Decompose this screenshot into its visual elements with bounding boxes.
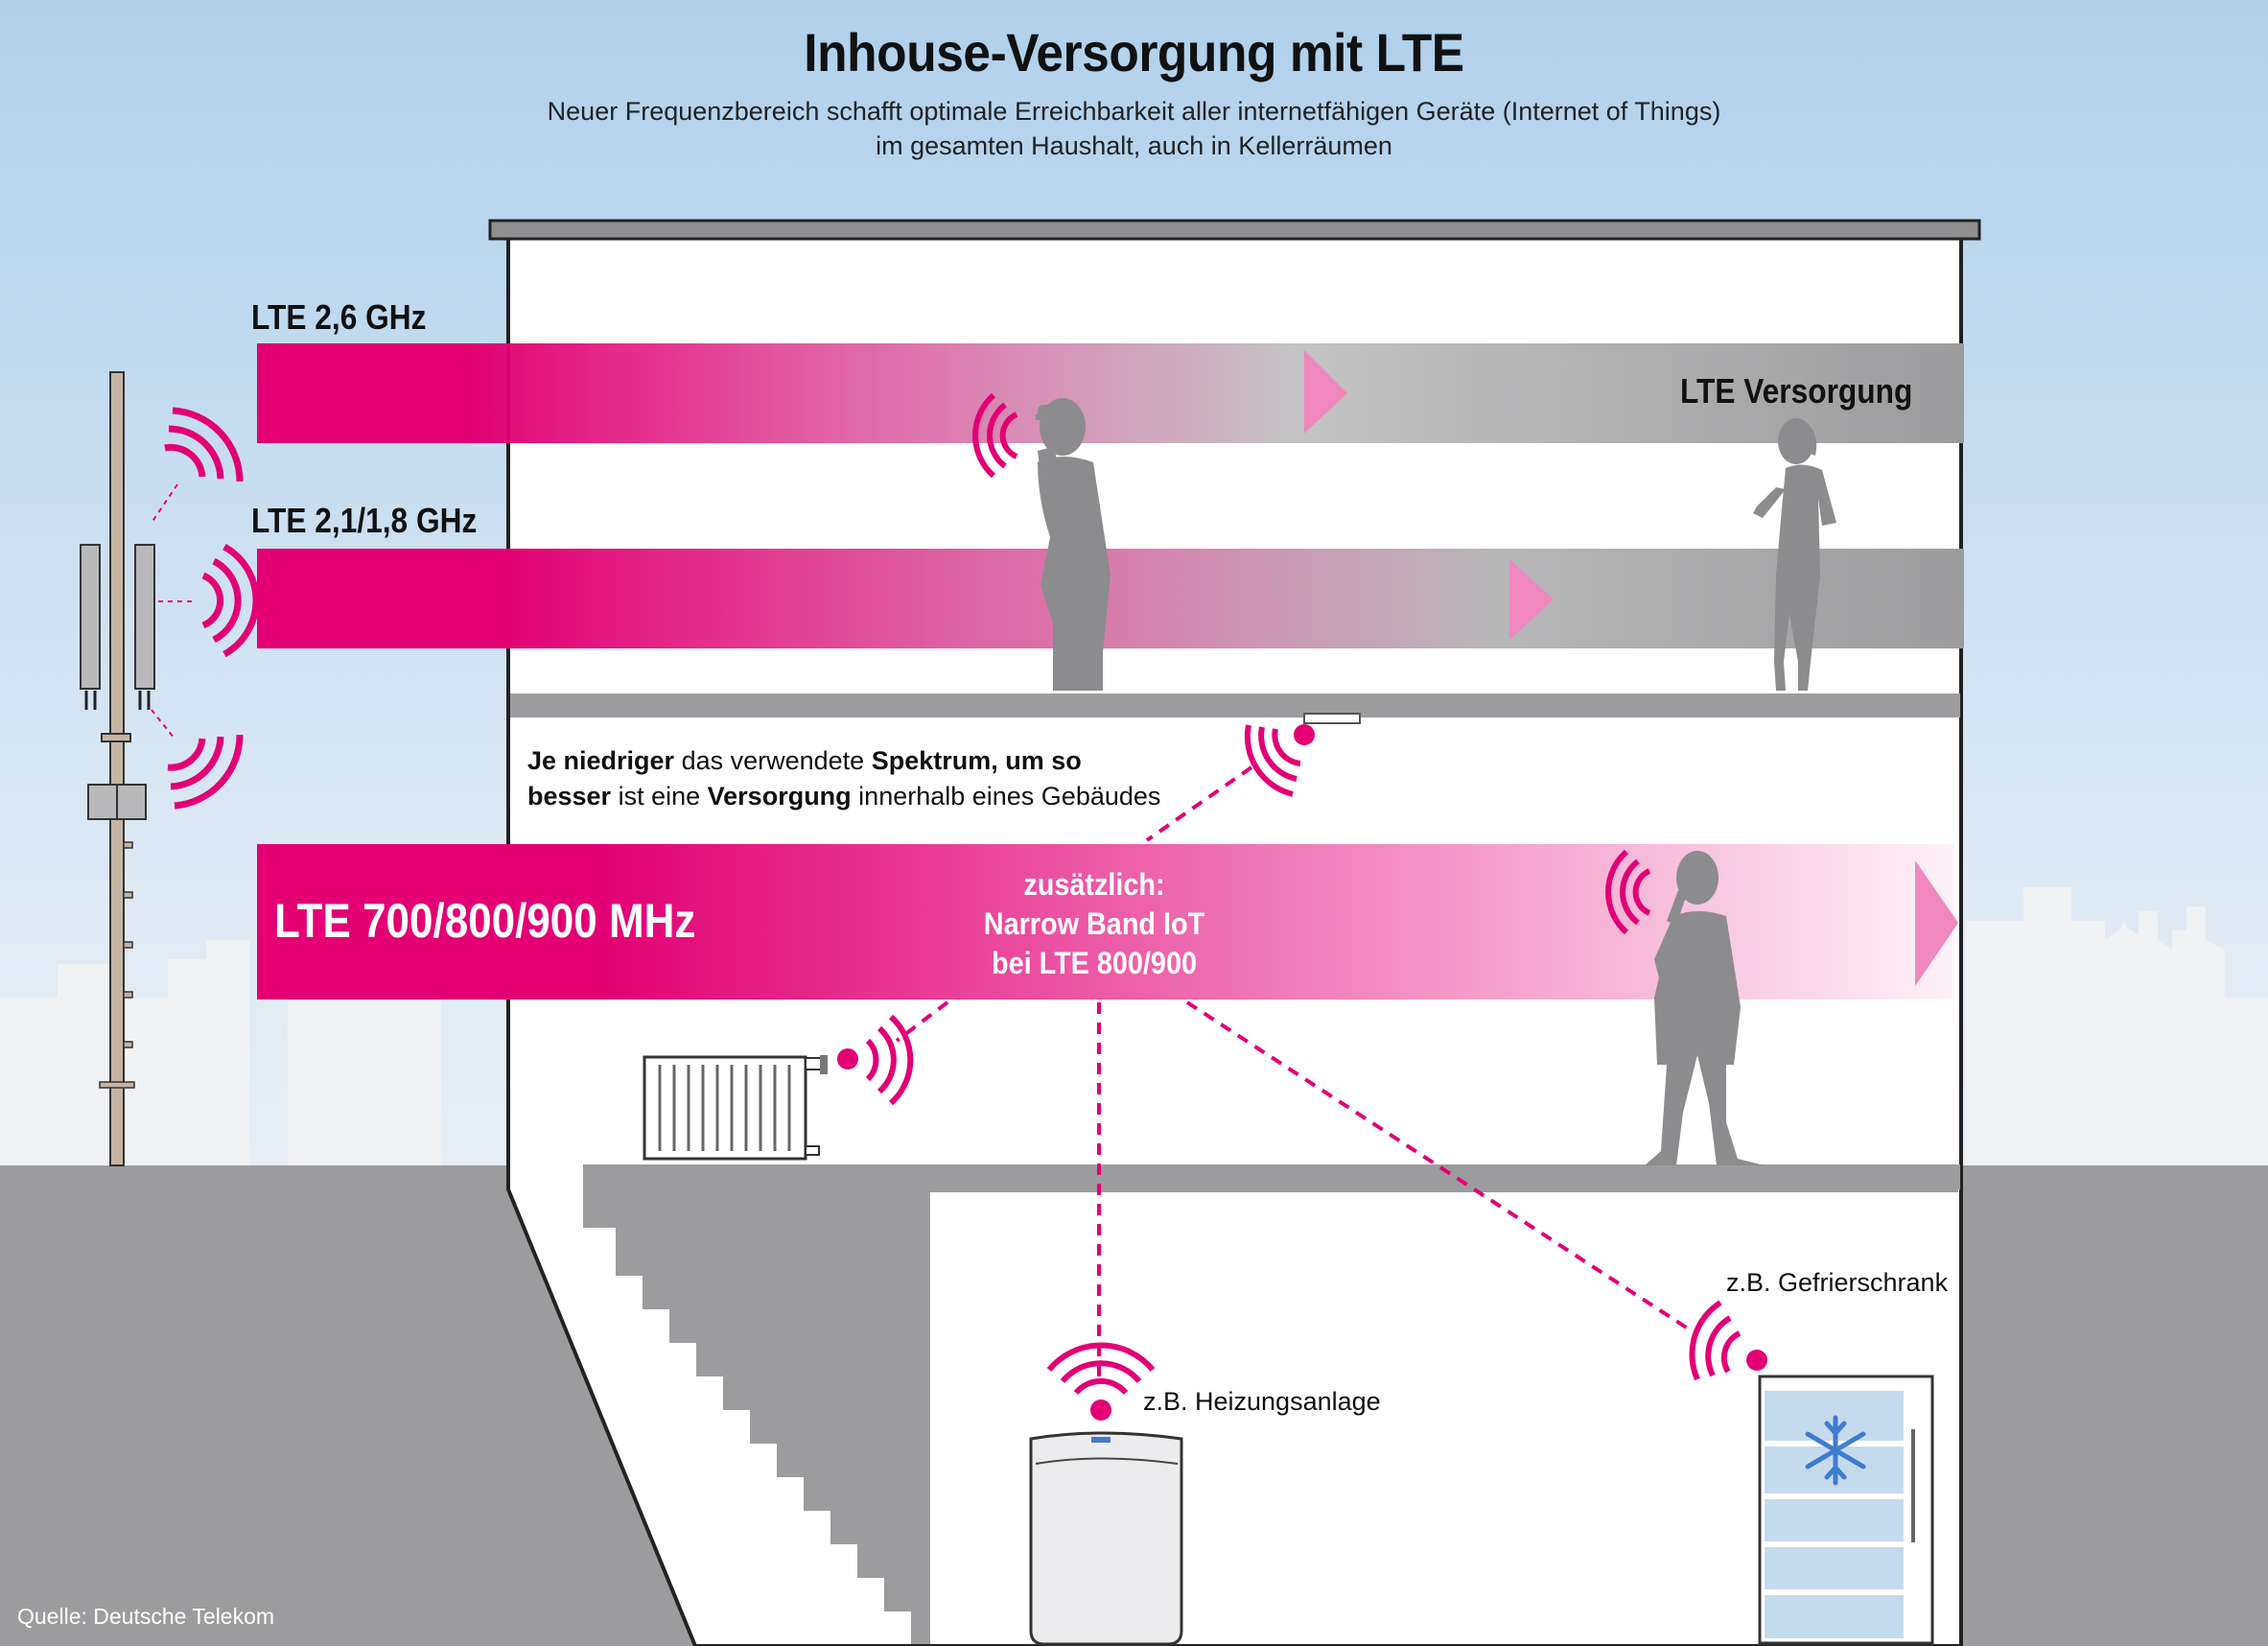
label-coverage: LTE Versorgung bbox=[1680, 371, 1913, 411]
band-lte2118 bbox=[257, 549, 1499, 648]
band-lte700-arrow bbox=[1915, 860, 1958, 986]
ceiling-sensor-wifi-icon bbox=[1244, 724, 1315, 797]
ground-floor bbox=[583, 1164, 1960, 1189]
label-lte700: LTE 700/800/900 MHz bbox=[274, 894, 696, 948]
band-lte26-arrow bbox=[1304, 350, 1347, 434]
signal-dashed-lines bbox=[895, 765, 1690, 1381]
antenna-mast bbox=[80, 371, 155, 1166]
info-word-1: Je niedriger bbox=[527, 746, 675, 775]
heating-system-icon bbox=[1029, 1342, 1183, 1646]
businessman-phone-wifi-icon bbox=[1605, 849, 1651, 935]
narrowband-line-3: bei LTE 800/900 bbox=[992, 946, 1197, 980]
label-heating: z.B. Heizungsanlage bbox=[1143, 1387, 1381, 1416]
radiator-icon bbox=[643, 1014, 914, 1161]
man-phone-wifi-icon bbox=[972, 392, 1018, 479]
label-lte2118: LTE 2,1/1,8 GHz bbox=[251, 501, 478, 540]
person-woman-icon bbox=[1753, 418, 1836, 691]
info-word-4: , um so bbox=[991, 746, 1082, 775]
person-man-icon bbox=[1036, 398, 1111, 691]
snowflake-icon bbox=[1805, 1415, 1866, 1486]
staircase bbox=[583, 1187, 1958, 1644]
mast-wifi-icon bbox=[164, 407, 260, 810]
info-word-5: besser bbox=[527, 782, 612, 811]
label-freezer: z.B. Gefrierschrank bbox=[1726, 1268, 1949, 1297]
subtitle-line-1: Neuer Frequenzbereich schafft optimale E… bbox=[547, 97, 1721, 126]
label-lte26: LTE 2,6 GHz bbox=[251, 297, 427, 337]
info-word-6: ist eine bbox=[611, 782, 708, 811]
band-lte26 bbox=[257, 343, 1298, 443]
info-text: Je niedriger das verwendete Spektrum, um… bbox=[527, 743, 1160, 814]
narrowband-line-2: Narrow Band IoT bbox=[983, 906, 1205, 941]
roof bbox=[488, 219, 1981, 241]
person-businessman-icon bbox=[1645, 851, 1765, 1165]
subtitle-line-2: im gesamten Haushalt, auch in Kellerräum… bbox=[876, 131, 1392, 160]
ceiling-sensor bbox=[1303, 713, 1361, 724]
info-word-3: Spektrum bbox=[871, 746, 992, 775]
freezer-icon bbox=[1689, 1300, 1934, 1645]
info-word-8: innerhalb eines Gebäudes bbox=[851, 782, 1161, 811]
narrowband-line-1: zusätzlich: bbox=[1023, 867, 1165, 902]
source-credit: Quelle: Deutsche Telekom bbox=[17, 1604, 275, 1629]
info-word-2: das verwendete bbox=[674, 746, 872, 775]
info-word-7: Versorgung bbox=[707, 782, 852, 811]
upper-floor bbox=[510, 694, 1960, 717]
band-lte2118-arrow bbox=[1509, 559, 1554, 640]
page-title: Inhouse-Versorgung mit LTE bbox=[804, 22, 1464, 82]
